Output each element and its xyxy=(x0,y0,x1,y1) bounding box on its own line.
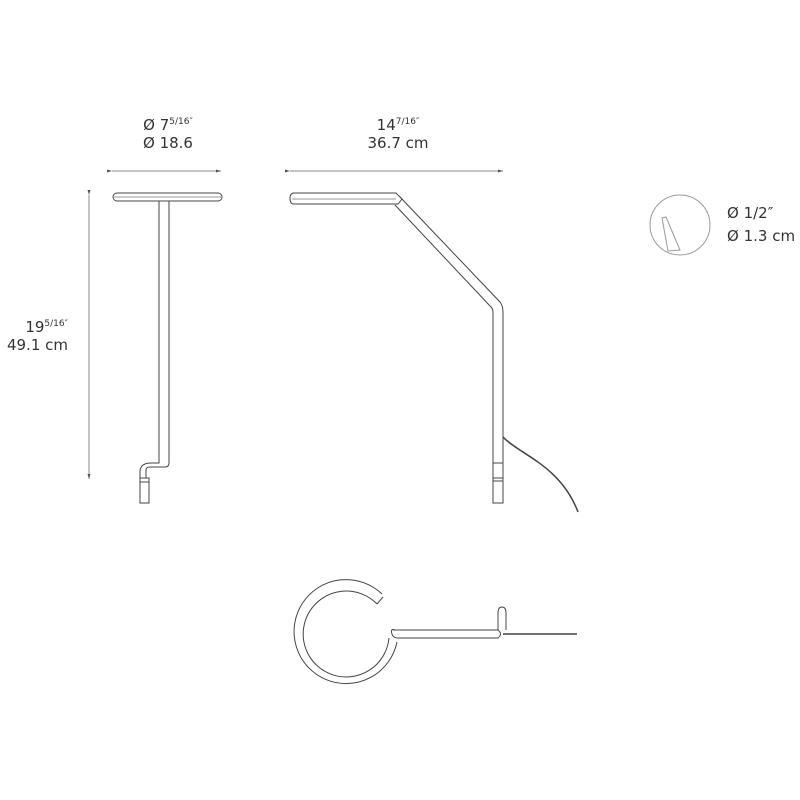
mount-hole-metric: Ø 1.3 cm xyxy=(727,227,796,245)
reach-label: 147/16″ 36.7 cm xyxy=(348,113,448,152)
mount-hole-section xyxy=(649,194,711,256)
height-fraction: 5/16″ xyxy=(44,319,68,329)
head-diameter-label: Ø 75/16″ Ø 18.6 xyxy=(118,113,218,152)
head-diameter-imperial: Ø 7 xyxy=(143,116,170,134)
reach-imperial: 14 xyxy=(376,116,396,134)
head-diameter-metric: Ø 18.6 xyxy=(143,134,193,152)
reach-metric: 36.7 cm xyxy=(367,134,429,152)
reach-fraction: 7/16″ xyxy=(395,117,420,127)
power-cord xyxy=(502,436,579,513)
height-label: 195/16″ 49.1 cm xyxy=(0,315,68,354)
height-metric: 49.1 cm xyxy=(6,336,68,354)
mount-hole-imperial: Ø 1/2″ xyxy=(727,204,774,222)
height-imperial: 19 xyxy=(25,318,45,336)
front-view xyxy=(112,192,223,504)
side-view xyxy=(289,192,579,513)
head-diameter-fraction: 5/16″ xyxy=(169,117,193,127)
mount-hole-label: Ø 1/2″ Ø 1.3 cm xyxy=(727,204,795,245)
top-view xyxy=(293,579,577,685)
